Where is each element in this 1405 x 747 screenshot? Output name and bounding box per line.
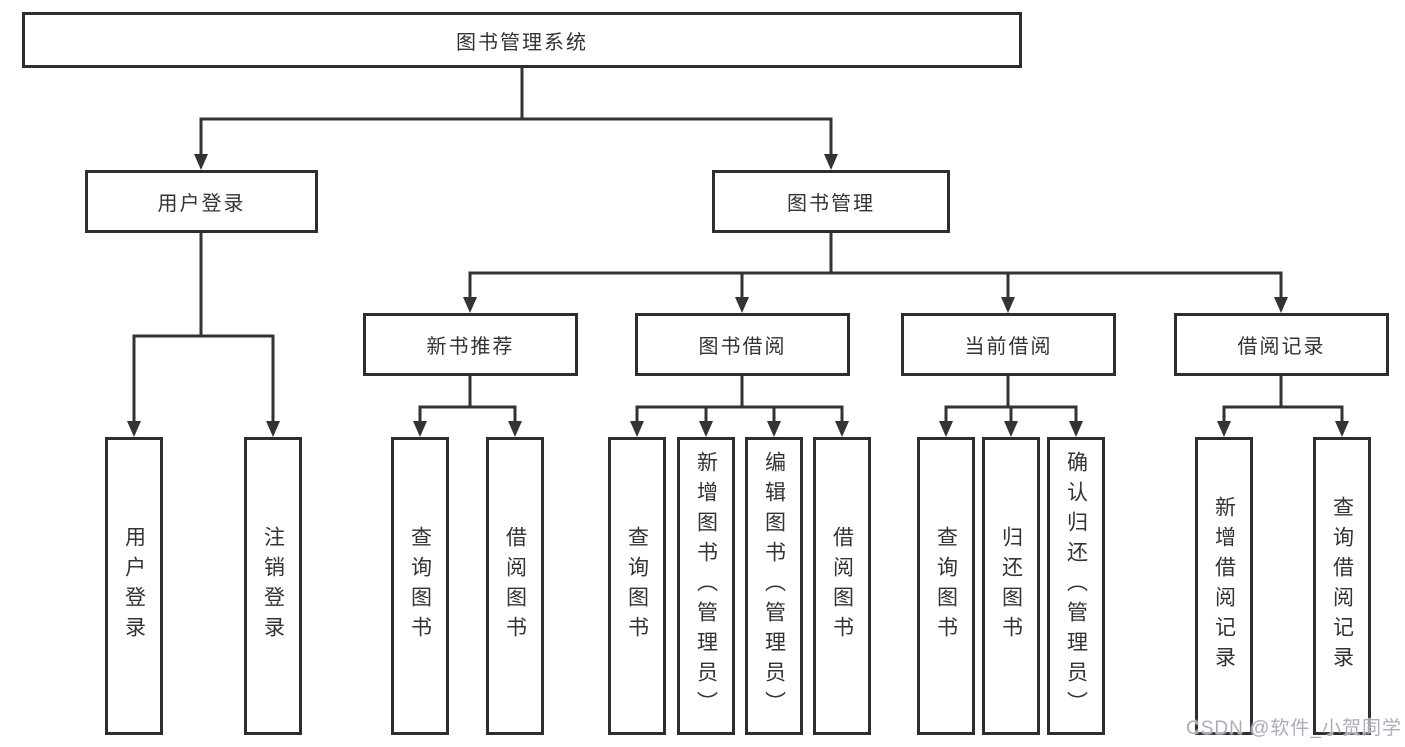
arrowhead-down-icon (1004, 421, 1018, 437)
arrowhead-down-icon (1001, 297, 1015, 313)
arrowhead-down-icon (127, 421, 141, 437)
leaf-br-add-record: 新增借阅记录 (1195, 437, 1253, 735)
node-book-borrow: 图书借阅 (635, 313, 850, 376)
connector-line (132, 334, 275, 423)
node-label: 借阅图书 (830, 526, 854, 646)
node-current-borrow: 当前借阅 (901, 313, 1116, 376)
arrowhead-down-icon (767, 421, 781, 437)
leaf-user-login: 用户登录 (105, 437, 163, 735)
arrowhead-down-icon (194, 154, 208, 170)
leaf-bb-add-book-admin: 新增图书（管理员） (677, 437, 735, 735)
leaf-cb-return-book: 归还图书 (982, 437, 1040, 735)
connector-line (468, 271, 1283, 299)
node-label: 归还图书 (999, 526, 1023, 646)
node-label: 新增借阅记录 (1212, 496, 1236, 676)
arrowhead-down-icon (1217, 421, 1231, 437)
arrowhead-down-icon (939, 421, 953, 437)
leaf-logout: 注销登录 (244, 437, 302, 735)
arrowhead-down-icon (266, 421, 280, 437)
node-label: 图书管理系统 (456, 31, 588, 54)
node-new-book-recommend: 新书推荐 (363, 313, 578, 376)
arrowhead-down-icon (824, 154, 838, 170)
arrowhead-down-icon (1274, 297, 1288, 313)
leaf-bb-edit-book-admin: 编辑图书（管理员） (745, 437, 803, 735)
arrowhead-down-icon (835, 421, 849, 437)
node-book-management: 图书管理 (712, 170, 950, 233)
arrowhead-down-icon (1069, 421, 1083, 437)
arrowhead-down-icon (463, 297, 477, 313)
node-label: 新书推荐 (426, 336, 515, 358)
node-label: 借阅图书 (503, 526, 527, 646)
node-label: 查询图书 (934, 526, 958, 646)
leaf-bb-borrow-book: 借阅图书 (813, 437, 871, 735)
node-label: 用户登录 (122, 526, 146, 646)
connector-line (418, 405, 517, 423)
node-label: 图书借阅 (698, 336, 787, 358)
node-label: 借阅记录 (1237, 336, 1326, 358)
leaf-br-query-record: 查询借阅记录 (1313, 437, 1371, 735)
arrowhead-down-icon (735, 297, 749, 313)
node-label: 查询图书 (408, 526, 432, 646)
arrowhead-down-icon (508, 421, 522, 437)
connector-line (199, 117, 833, 156)
arrowhead-down-icon (699, 421, 713, 437)
node-borrow-records: 借阅记录 (1174, 313, 1389, 376)
node-label: 用户登录 (157, 193, 246, 215)
node-label: 查询借阅记录 (1330, 496, 1354, 676)
node-label: 编辑图书（管理员） (762, 451, 786, 721)
arrowhead-down-icon (413, 421, 427, 437)
node-label: 当前借阅 (964, 336, 1053, 358)
node-user-login: 用户登录 (85, 170, 318, 233)
csdn-watermark: CSDN @软件_小贺同学 (1186, 718, 1402, 739)
node-root: 图书管理系统 (22, 12, 1022, 68)
node-label: 查询图书 (625, 526, 649, 646)
node-label: 确认归还（管理员） (1064, 451, 1088, 721)
leaf-cb-query-book: 查询图书 (917, 437, 975, 735)
node-label: 新增图书（管理员） (694, 451, 718, 721)
arrowhead-down-icon (630, 421, 644, 437)
leaf-cb-confirm-return-admin: 确认归还（管理员） (1047, 437, 1105, 735)
node-label: 图书管理 (787, 193, 875, 215)
arrowhead-down-icon (1335, 421, 1349, 437)
node-label: 注销登录 (261, 526, 285, 646)
leaf-nbr-borrow-book: 借阅图书 (486, 437, 544, 735)
connector-line (1222, 405, 1344, 423)
leaf-bb-query-book: 查询图书 (608, 437, 666, 735)
leaf-nbr-query-book: 查询图书 (391, 437, 449, 735)
connector-line (635, 405, 844, 423)
